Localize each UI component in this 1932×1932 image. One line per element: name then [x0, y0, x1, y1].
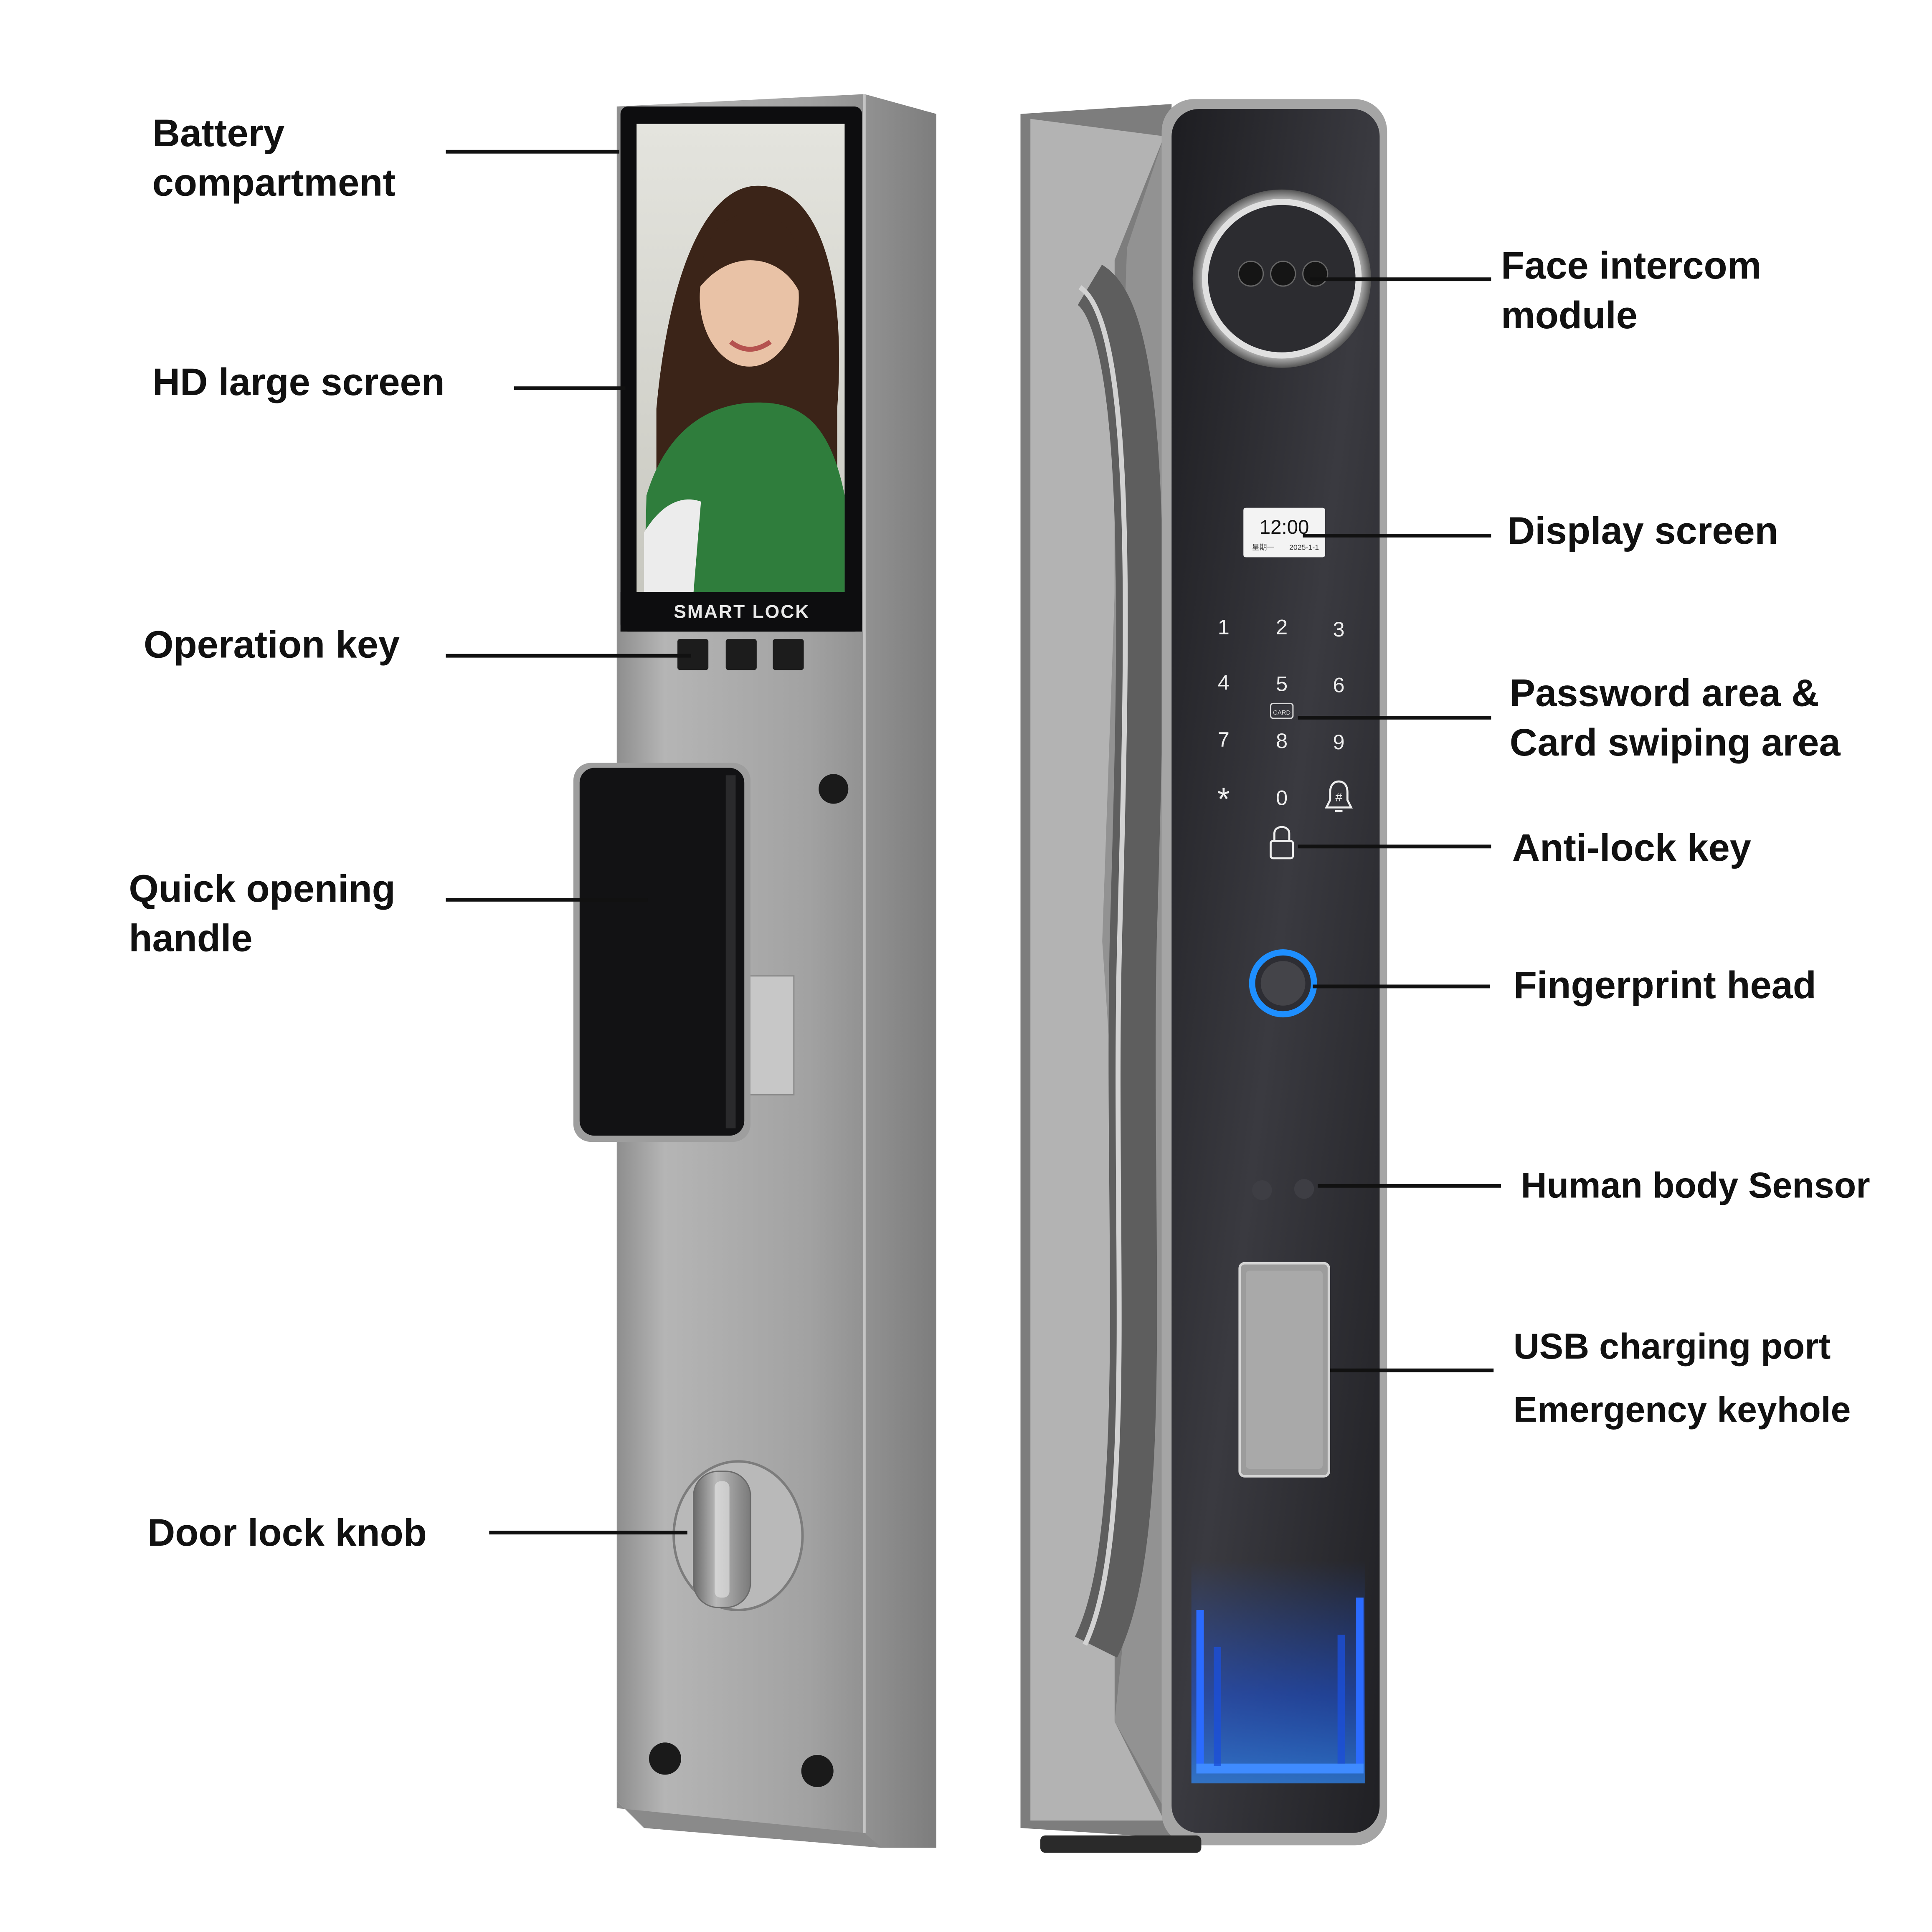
label-hd-screen: HD large screen: [152, 358, 445, 408]
label-quick-line2: handle: [129, 916, 253, 960]
key-8: 8: [1276, 729, 1288, 753]
label-door-knob-text: Door lock knob: [147, 1511, 427, 1554]
label-fingerprint: Fingerprint head: [1514, 961, 1816, 1011]
label-battery-compartment: Battery compartment: [152, 109, 396, 208]
leader-body-sensor: [1318, 1184, 1501, 1188]
label-password-line2: Card swiping area: [1509, 720, 1841, 764]
label-battery-line2: compartment: [152, 161, 396, 205]
leader-usb: [1330, 1368, 1494, 1372]
leader-quick-handle: [446, 898, 648, 902]
label-display-screen-text: Display screen: [1507, 509, 1778, 553]
screen-portrait: [644, 185, 845, 592]
leader-password-area: [1298, 715, 1491, 720]
anti-lock-key-icon: [1270, 826, 1294, 860]
fingerprint-head: [1249, 949, 1317, 1018]
keypad: 1 2 3 4 5 6 CARD 7 8 9 * 0 #: [1217, 615, 1353, 817]
hd-screen: SMART LOCK: [620, 106, 862, 632]
leader-hd-screen: [514, 386, 626, 390]
door-lock-knob: [672, 1460, 804, 1611]
leader-anti-lock: [1298, 844, 1491, 849]
leader-battery: [446, 150, 619, 154]
leader-display-screen: [1303, 534, 1491, 538]
key-4: 4: [1218, 671, 1230, 695]
label-fingerprint-text: Fingerprint head: [1513, 963, 1816, 1007]
label-quick-line1: Quick opening: [129, 867, 396, 910]
label-display-screen: Display screen: [1507, 507, 1778, 556]
leader-door-knob: [489, 1531, 687, 1535]
screws: [649, 774, 849, 1787]
human-body-sensor: [1252, 1179, 1314, 1200]
label-usb-text: USB charging port: [1513, 1327, 1831, 1367]
label-emergency-keyhole: Emergency keyhole: [1514, 1386, 1851, 1435]
label-keyhole-text: Emergency keyhole: [1513, 1391, 1851, 1431]
screen-brand-text: SMART LOCK: [674, 602, 810, 622]
key-3: 3: [1333, 617, 1345, 641]
leader-fingerprint: [1313, 984, 1490, 989]
clock-date: 2025-1-1: [1289, 543, 1319, 552]
key-7: 7: [1218, 728, 1230, 751]
key-1: 1: [1218, 615, 1230, 639]
key-2: 2: [1276, 615, 1288, 639]
label-password-area: Password area & Card swiping area: [1510, 669, 1841, 768]
label-face-line2: module: [1501, 293, 1638, 337]
leader-operation-key: [446, 654, 691, 658]
label-operation-key: Operation key: [144, 621, 400, 670]
key-5: 5: [1276, 672, 1288, 696]
label-body-sensor-text: Human body Sensor: [1521, 1166, 1870, 1207]
label-face-line1: Face intercom: [1501, 244, 1762, 287]
label-password-line1: Password area &: [1509, 671, 1819, 715]
label-quick-opening-handle: Quick opening handle: [129, 865, 395, 963]
key-star: *: [1217, 781, 1230, 817]
ambient-light-strip: [1191, 1560, 1365, 1784]
quick-opening-handle: [573, 763, 795, 1142]
key-hash: #: [1335, 791, 1342, 804]
label-anti-lock: Anti-lock key: [1512, 824, 1751, 873]
label-anti-lock-text: Anti-lock key: [1512, 826, 1751, 870]
label-operation-key-text: Operation key: [143, 623, 400, 667]
usb-keyhole-cover: [1238, 1262, 1330, 1478]
label-usb-port: USB charging port: [1514, 1323, 1831, 1372]
label-face-intercom: Face intercom module: [1501, 241, 1761, 340]
label-door-lock-knob: Door lock knob: [147, 1509, 427, 1558]
label-body-sensor: Human body Sensor: [1521, 1162, 1870, 1212]
key-6: 6: [1333, 673, 1345, 697]
key-0: 0: [1276, 786, 1288, 810]
leader-face-module: [1310, 277, 1491, 281]
label-battery-line1: Battery: [152, 111, 285, 155]
clock-day: 星期一: [1252, 543, 1275, 552]
doorbell-icon: [1325, 780, 1353, 812]
card-mark: CARD: [1273, 710, 1291, 716]
operation-keys: [677, 639, 804, 670]
display-screen: 12:00 星期一 2025-1-1: [1243, 507, 1325, 558]
clock-time: 12:00: [1260, 516, 1309, 538]
key-9: 9: [1333, 730, 1345, 754]
label-hd-screen-text: HD large screen: [152, 360, 445, 404]
